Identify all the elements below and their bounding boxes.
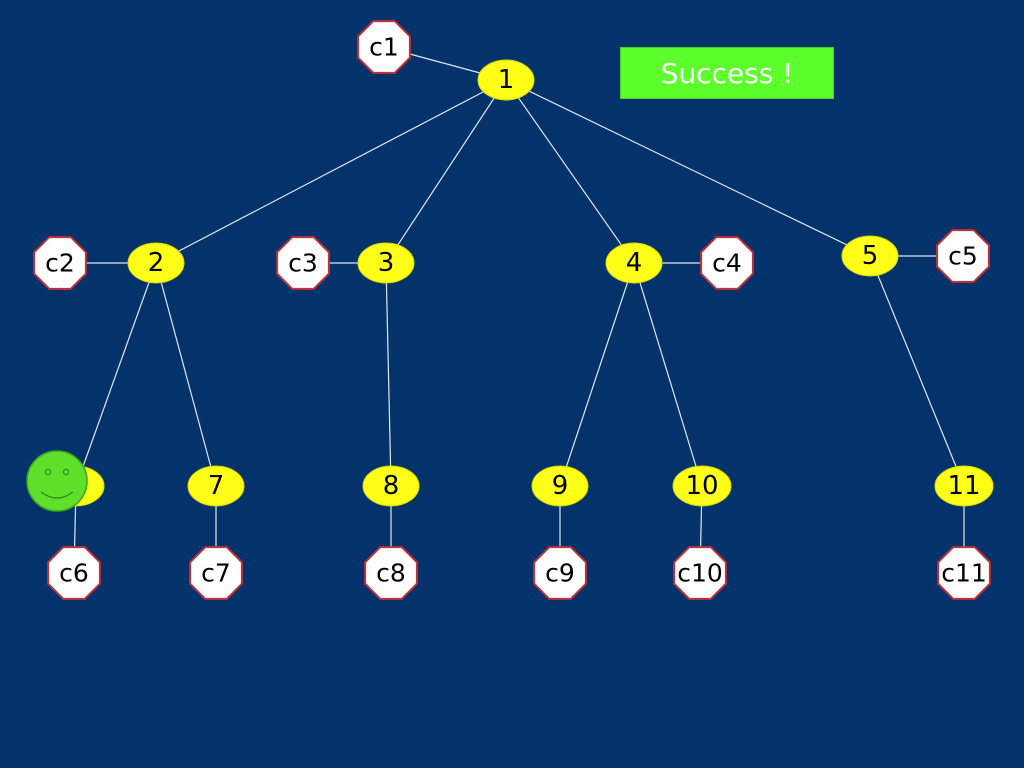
node-ellipse <box>362 465 420 507</box>
client-label: c6 <box>59 559 89 588</box>
edge-n4-n9 <box>559 262 635 487</box>
node-ellipse <box>531 465 589 507</box>
client-c6: c6 <box>47 546 101 600</box>
node-ellipse <box>477 59 535 101</box>
client-octagon <box>936 229 990 283</box>
client-octagon <box>533 546 587 600</box>
client-octagon <box>364 546 418 600</box>
edge-n1-n5 <box>505 79 871 257</box>
edge-n1-n2 <box>155 79 507 264</box>
client-label: c11 <box>941 559 987 588</box>
node-ellipse <box>605 242 663 284</box>
client-c11: c11 <box>937 546 991 600</box>
node-label: 4 <box>626 248 643 278</box>
edge-n2-n7 <box>155 262 217 487</box>
client-c7: c7 <box>189 546 243 600</box>
node-ellipse <box>357 242 415 284</box>
client-octagon <box>357 20 411 74</box>
edge-n3-n8 <box>385 262 392 487</box>
smiley-mouth <box>40 491 74 499</box>
node-ellipse <box>187 465 245 507</box>
client-c2: c2 <box>33 236 87 290</box>
tree-node-n9: 9 <box>531 465 589 507</box>
client-c3: c3 <box>276 236 330 290</box>
client-label: c4 <box>712 249 742 278</box>
client-c9: c9 <box>533 546 587 600</box>
client-label: c2 <box>45 249 75 278</box>
client-c1: c1 <box>357 20 411 74</box>
client-octagon <box>33 236 87 290</box>
client-octagon <box>937 546 991 600</box>
node-label: 3 <box>378 248 395 278</box>
node-label: 2 <box>148 248 165 278</box>
smiley-face-icon <box>26 450 88 512</box>
client-label: c1 <box>369 33 399 62</box>
client-c10: c10 <box>673 546 727 600</box>
client-label: c9 <box>545 559 575 588</box>
client-c5: c5 <box>936 229 990 283</box>
smiley-right-eye <box>62 468 70 476</box>
node-label: 9 <box>552 471 569 501</box>
success-text: Success ! <box>660 56 794 90</box>
smiley-left-eye <box>44 468 52 476</box>
client-c8: c8 <box>364 546 418 600</box>
node-ellipse <box>934 465 994 507</box>
node-label: 11 <box>947 471 980 501</box>
edge-n5-n11 <box>869 255 965 487</box>
edge-n1-n4 <box>505 79 635 264</box>
edge-n4-n10 <box>633 262 703 487</box>
client-label: c7 <box>201 559 231 588</box>
node-ellipse <box>127 242 185 284</box>
tree-node-n8: 8 <box>362 465 420 507</box>
tree-node-n1: 1 <box>477 59 535 101</box>
client-label: c8 <box>376 559 406 588</box>
node-ellipse <box>672 465 732 507</box>
smiley-face <box>26 450 88 512</box>
client-octagon <box>189 546 243 600</box>
client-label: c3 <box>288 249 318 278</box>
edge-n2-n6 <box>75 262 157 487</box>
node-label: 1 <box>498 65 515 95</box>
node-label: 8 <box>383 471 400 501</box>
client-octagon <box>47 546 101 600</box>
client-c4: c4 <box>700 236 754 290</box>
tree-node-n7: 7 <box>187 465 245 507</box>
client-label: c10 <box>677 559 723 588</box>
success-banner: Success ! <box>620 47 834 99</box>
edge-n1-n3 <box>385 79 507 264</box>
tree-node-n4: 4 <box>605 242 663 284</box>
tree-node-n10: 10 <box>672 465 732 507</box>
client-octagon <box>276 236 330 290</box>
client-label: c5 <box>948 242 978 271</box>
client-octagon <box>673 546 727 600</box>
node-ellipse <box>841 235 899 277</box>
tree-node-n11: 11 <box>934 465 994 507</box>
client-octagon <box>700 236 754 290</box>
tree-node-n3: 3 <box>357 242 415 284</box>
tree-node-n5: 5 <box>841 235 899 277</box>
node-label: 5 <box>862 241 879 271</box>
nodes: c1c2c3c4c5c6c7c8c9c10c111234567891011 <box>33 20 994 600</box>
node-label: 10 <box>685 471 718 501</box>
node-label: 7 <box>208 471 225 501</box>
tree-node-n2: 2 <box>127 242 185 284</box>
